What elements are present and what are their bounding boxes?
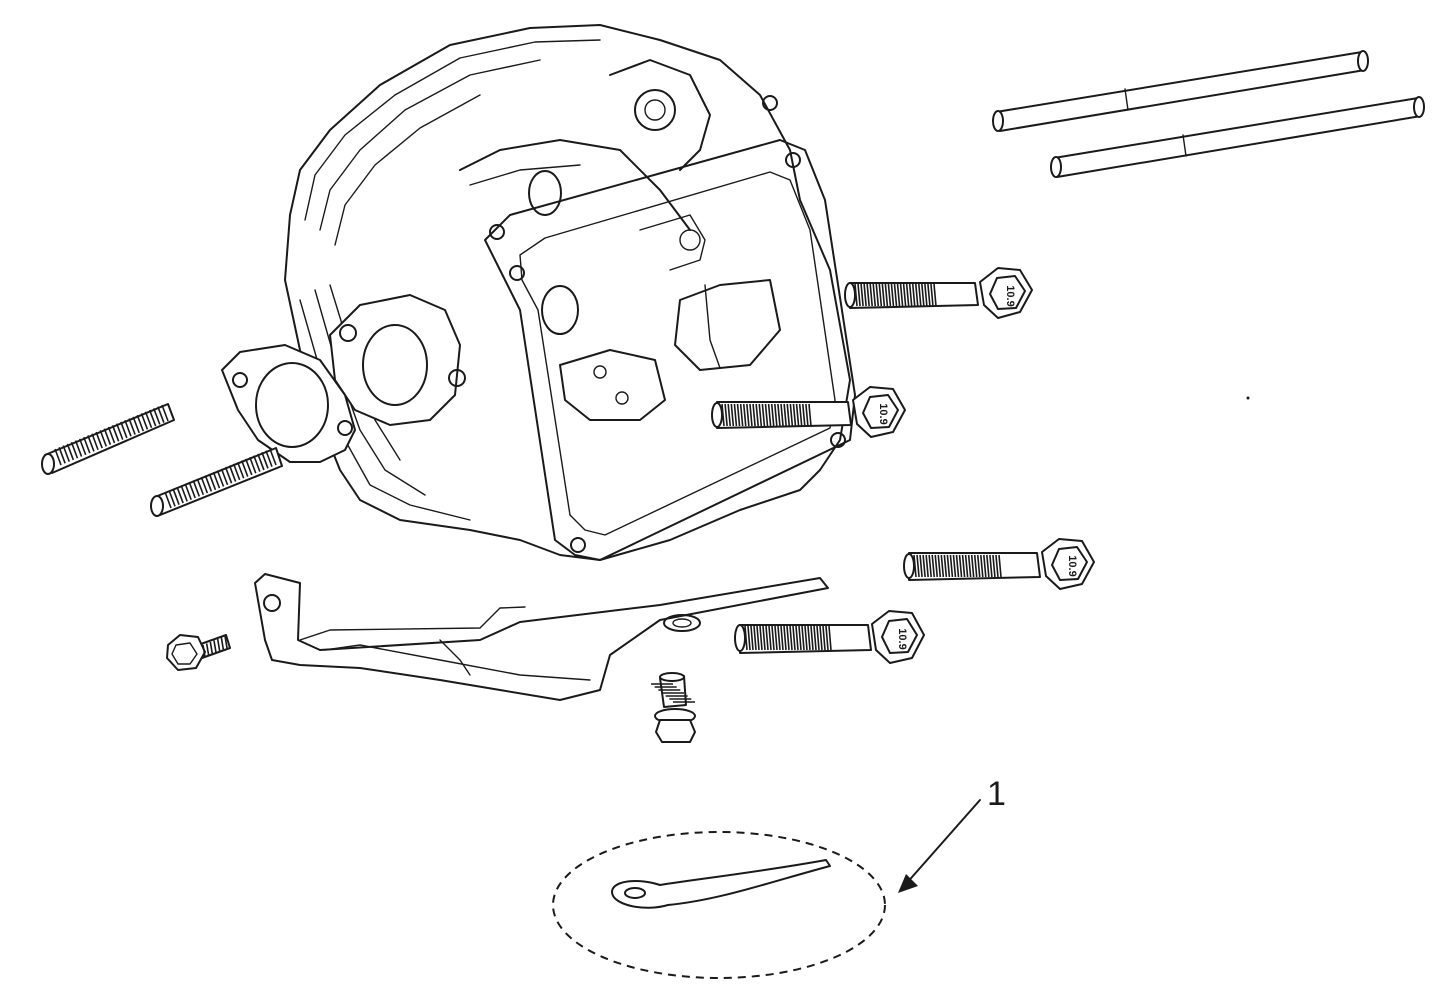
exhaust-stud-lower [150,447,283,517]
callout-number: 1 [987,775,1006,813]
callout-ellipse [552,831,886,979]
exhaust-stud-upper [41,403,175,475]
head-bolt-4: 10.9 [734,610,925,664]
callout-arrowhead [898,874,918,893]
stray-mark [1246,396,1250,400]
exhaust-gasket [221,344,356,463]
push-rod-upper [992,50,1369,132]
push-rod-lower [1050,96,1425,178]
small-flange-bolt-center [651,672,696,743]
callout-leader-line [904,799,981,886]
head-bolt-3: 10.9 [903,538,1095,590]
bolt-marking: 10.9 [896,628,908,649]
lifting-bracket [254,573,829,701]
cylinder-head [284,24,856,561]
small-flange-bolt-left [166,634,231,671]
callout-group: 1 [552,775,1006,979]
head-bolt-1: 10.9 [844,267,1033,319]
bolt-marking: 10.9 [1066,555,1078,576]
bolt-marking: 10.9 [1004,285,1016,306]
callout-part-terminal [611,859,831,909]
head-bolt-2: 10.9 [711,386,906,438]
bolt-marking: 10.9 [877,403,889,424]
